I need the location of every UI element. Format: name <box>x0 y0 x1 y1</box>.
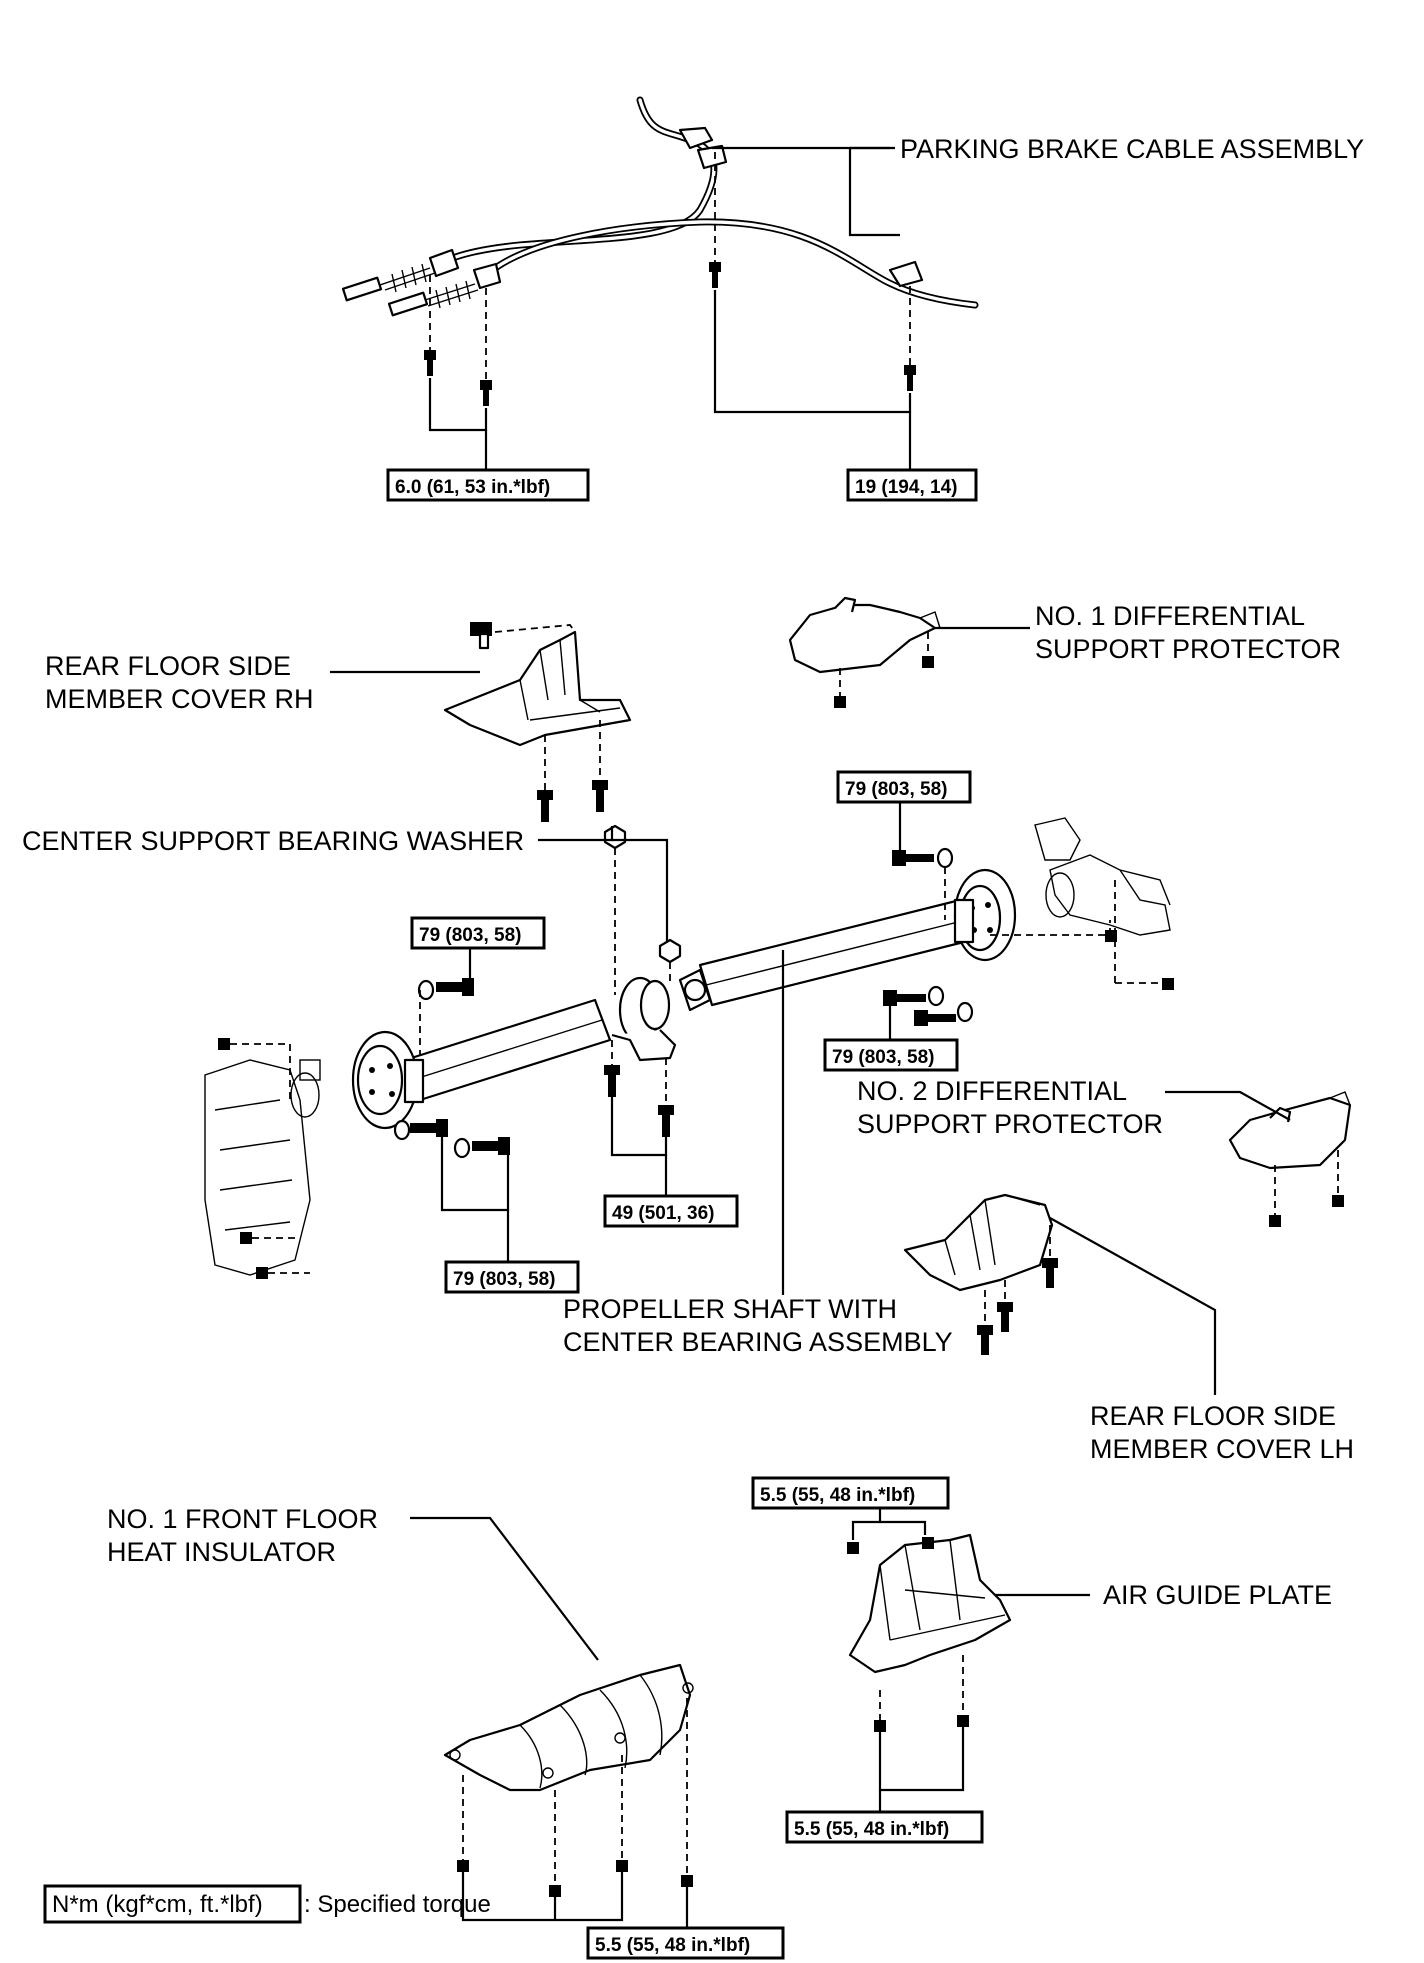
label-air-guide-plate: AIR GUIDE PLATE <box>1103 1580 1332 1610</box>
svg-text:79 (803, 58): 79 (803, 58) <box>845 779 947 800</box>
cable-end-lower <box>387 262 502 317</box>
label-center-washer: CENTER SUPPORT BEARING WASHER <box>22 826 524 856</box>
torque-air-guide-bottom: 5.5 (55, 48 in.*lbf) <box>785 1810 984 1844</box>
svg-text:5.5 (55, 48 in.*lbf): 5.5 (55, 48 in.*lbf) <box>760 1485 915 1506</box>
label-heat-insulator-line1: NO. 1 FRONT FLOOR <box>107 1504 378 1534</box>
diff-support-protector-2-drawing <box>1165 1090 1352 1227</box>
torque-heat-insulator: 5.5 (55, 48 in.*lbf) <box>586 1926 785 1960</box>
diff-support-protector-1-drawing <box>788 596 1030 708</box>
label-parking-brake-cable: PARKING BRAKE CABLE ASSEMBLY <box>900 134 1364 164</box>
svg-text:79 (803, 58): 79 (803, 58) <box>453 1269 555 1290</box>
label-propeller-line1: PROPELLER SHAFT WITH <box>563 1294 897 1324</box>
svg-text:6.0 (61, 53 in.*lbf): 6.0 (61, 53 in.*lbf) <box>395 477 550 498</box>
label-diff-protector-2-line2: SUPPORT PROTECTOR <box>857 1109 1163 1139</box>
torque-rear-flange-top: 79 (803, 58) <box>836 770 972 804</box>
label-diff-protector-1-line2: SUPPORT PROTECTOR <box>1035 634 1341 664</box>
cable-end-upper <box>341 248 460 302</box>
heat-insulator-drawing <box>410 1516 694 1958</box>
front-flange-bolts <box>218 940 510 1279</box>
air-guide-plate-drawing <box>847 1508 1090 1812</box>
svg-text:79 (803, 58): 79 (803, 58) <box>832 1047 934 1068</box>
svg-text:5.5 (55, 48 in.*lbf): 5.5 (55, 48 in.*lbf) <box>595 1935 750 1956</box>
torque-front-flange-top: 79 (803, 58) <box>410 916 546 950</box>
label-propeller-line2: CENTER BEARING ASSEMBLY <box>563 1327 953 1357</box>
rear-flange-bolts <box>883 795 1174 1040</box>
rear-floor-cover-lh-drawing <box>903 1193 1217 1395</box>
label-rear-floor-lh-line1: REAR FLOOR SIDE <box>1090 1401 1336 1431</box>
torque-center-bearing: 49 (501, 36) <box>603 1194 739 1228</box>
parking-brake-cable-drawing <box>341 96 979 470</box>
svg-text:5.5 (55, 48 in.*lbf): 5.5 (55, 48 in.*lbf) <box>794 1819 949 1840</box>
svg-text:19 (194, 14): 19 (194, 14) <box>855 477 957 498</box>
label-rear-floor-rh-line1: REAR FLOOR SIDE <box>45 651 291 681</box>
torque-air-guide-top: 5.5 (55, 48 in.*lbf) <box>751 1476 950 1510</box>
torque-rear-flange-bottom: 79 (803, 58) <box>823 1038 959 1072</box>
differential-drawing <box>1034 817 1171 936</box>
label-rear-floor-lh-line2: MEMBER COVER LH <box>1090 1434 1354 1464</box>
torque-cable-right: 19 (194, 14) <box>846 468 978 502</box>
label-rear-floor-rh-line2: MEMBER COVER RH <box>45 684 314 714</box>
rear-floor-cover-rh-drawing <box>330 622 632 822</box>
label-diff-protector-1-line1: NO. 1 DIFFERENTIAL <box>1035 601 1305 631</box>
svg-text:79 (803, 58): 79 (803, 58) <box>419 925 521 946</box>
label-diff-protector-2-line1: NO. 2 DIFFERENTIAL <box>857 1076 1127 1106</box>
svg-text:49 (501, 36): 49 (501, 36) <box>612 1203 714 1224</box>
torque-cable-left: 6.0 (61, 53 in.*lbf) <box>386 468 590 502</box>
label-heat-insulator-line2: HEAT INSULATOR <box>107 1537 336 1567</box>
propeller-shaft-drawing <box>351 824 1017 1295</box>
transmission-drawing <box>204 1059 321 1276</box>
torque-front-flange-bottom: 79 (803, 58) <box>444 1260 580 1294</box>
